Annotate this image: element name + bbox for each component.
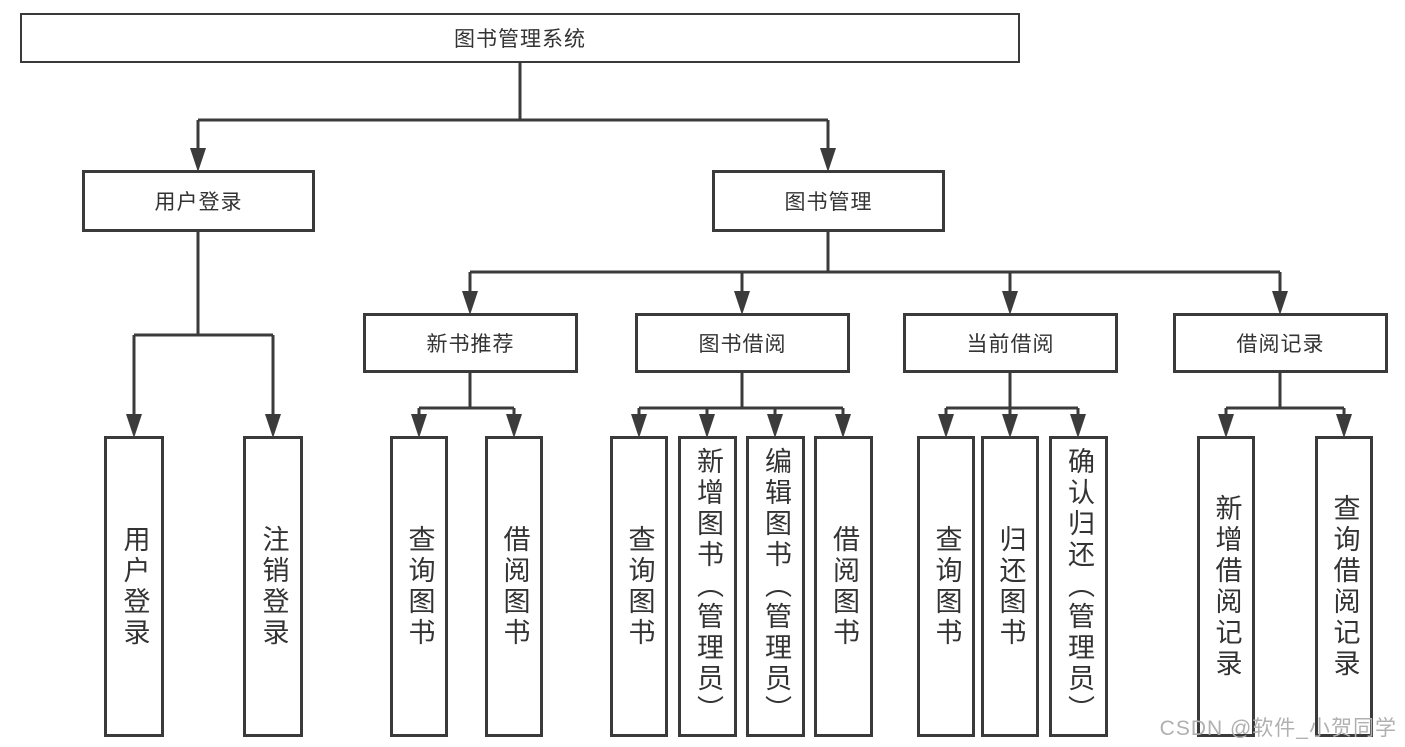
arrowhead [1002,414,1018,438]
arrowhead [462,291,478,315]
arrowhead [411,414,427,438]
arrowhead [767,414,783,438]
leaf-cb-return-books: 归还图书 [981,436,1039,737]
arrowhead [506,414,522,438]
leaf-user-login: 用户登录 [104,436,164,737]
edges-current-borrow [938,373,1086,438]
edges-new-books [411,373,522,438]
arrowhead [699,414,715,438]
arrowhead [1070,414,1086,438]
arrowhead [631,414,647,438]
node-borrow-records: 借阅记录 [1173,313,1388,373]
edges-root-to-level2 [190,63,836,172]
csdn-watermark: CSDN @软件_小贺同学 [1159,717,1397,740]
arrowhead [1218,414,1234,438]
node-book-borrowing: 图书借阅 [635,313,850,373]
leaf-bb-borrow-books: 借阅图书 [814,436,873,737]
arrowhead [835,414,851,438]
arrowhead [1272,291,1288,315]
arrowhead [126,414,142,438]
leaf-br-add-borrow-record: 新增借阅记录 [1197,436,1255,737]
arrowhead [1336,414,1352,438]
arrowhead [1002,291,1018,315]
edges-user-login [126,232,281,438]
node-book-management: 图书管理 [712,170,945,232]
node-new-book-recommend: 新书推荐 [363,313,578,373]
edges-borrow-records [1218,373,1352,438]
leaf-logout: 注销登录 [243,436,303,737]
edges-book-borrow [631,373,851,438]
leaf-bb-edit-books-admin: 编辑图书（管理员） [746,436,805,737]
leaf-bb-query-books: 查询图书 [610,436,668,737]
leaf-nb-query-books: 查询图书 [390,436,448,737]
node-root-library-system: 图书管理系统 [20,13,1020,63]
leaf-br-query-borrow-record: 查询借阅记录 [1315,436,1373,737]
edges-book-mgmt [462,232,1288,315]
arrowhead [265,414,281,438]
leaf-nb-borrow-books: 借阅图书 [485,436,543,737]
node-user-login: 用户登录 [82,170,315,232]
arrowhead [734,291,750,315]
leaf-cb-confirm-return-admin: 确认归还（管理员） [1049,436,1108,737]
leaf-bb-add-books-admin: 新增图书（管理员） [678,436,737,737]
arrowhead [938,414,954,438]
leaf-cb-query-books: 查询图书 [917,436,975,737]
node-current-borrowing: 当前借阅 [903,313,1118,373]
arrowhead [190,148,206,172]
arrowhead [820,148,836,172]
